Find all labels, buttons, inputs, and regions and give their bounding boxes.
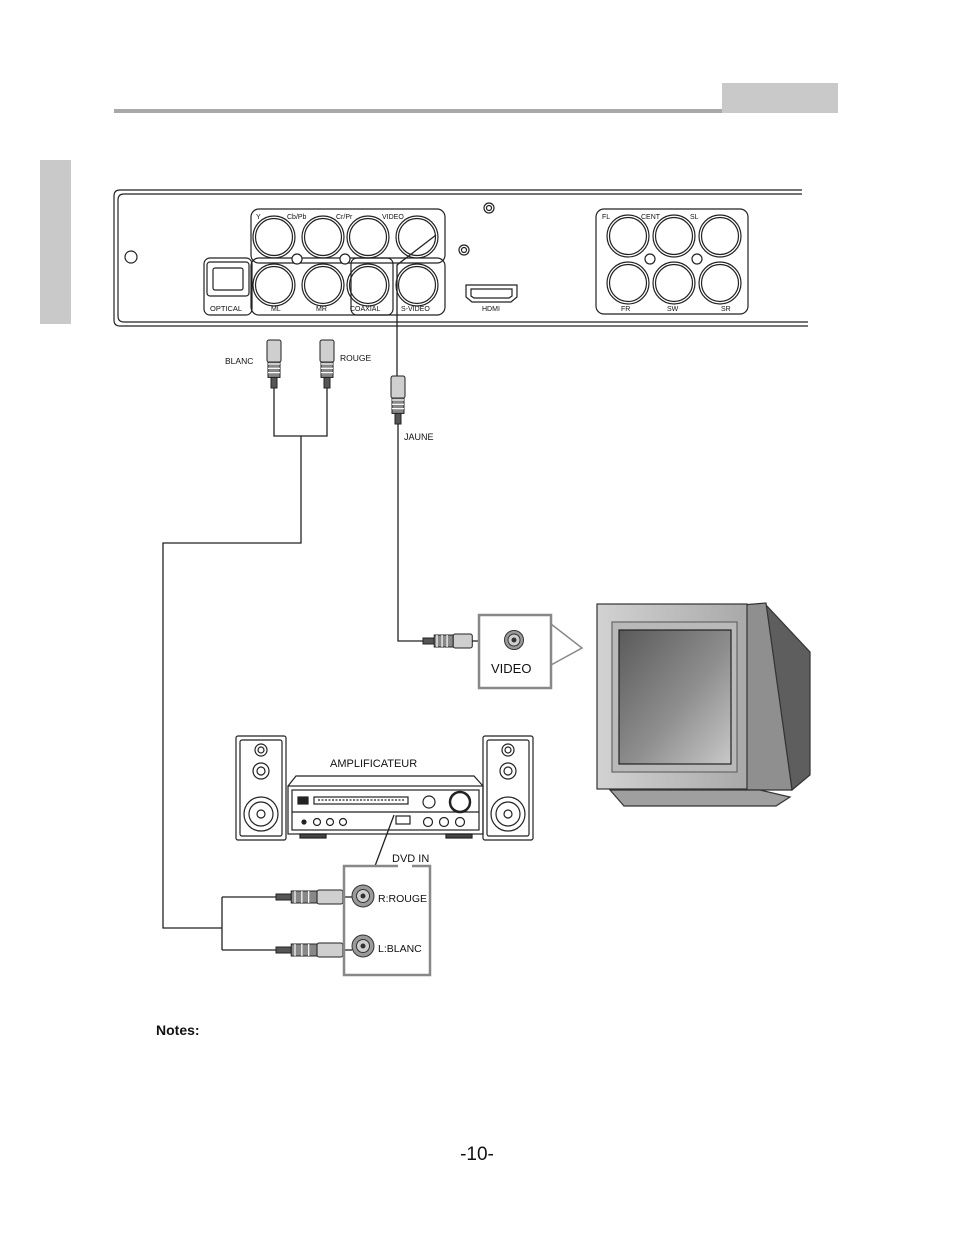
surround-jack-0 — [606, 214, 650, 258]
jack-top-0 — [252, 215, 296, 259]
cable-label-jaune: JAUNE — [404, 432, 434, 442]
player-panel-labels: Y Cb/Pb Cr/Pr VIDEO ML MR COAXIAL S-VIDE… — [210, 214, 731, 313]
panel-screw-3 — [691, 253, 703, 265]
panel-screw-1 — [339, 253, 351, 265]
amplifier — [287, 775, 484, 839]
panel-screw-0 — [291, 253, 303, 265]
amplifier-input-right: R:ROUGE — [378, 893, 427, 905]
jack-bottom-3 — [395, 263, 439, 307]
plug-amp-right — [275, 889, 352, 905]
jack-label-cr-pr: Cr/Pr — [336, 214, 353, 221]
jack-bottom-0 — [252, 263, 296, 307]
surround-jack-4 — [652, 261, 696, 305]
jack-label-y: Y — [256, 214, 261, 221]
jack-label-ml: ML — [271, 306, 281, 313]
jack-bottom-1 — [301, 263, 345, 307]
cable-label-rouge: ROUGE — [340, 353, 372, 363]
amplifier-dvd-in: R:ROUGE L:BLANC — [342, 864, 432, 977]
speaker-right — [482, 735, 534, 841]
amplifier-labels: AMPLIFICATEUR DVD IN — [330, 758, 429, 865]
cable-label-blanc: BLANC — [225, 356, 253, 366]
player-back-panel — [113, 189, 808, 327]
cable-labels: BLANC ROUGE JAUNE — [225, 353, 434, 442]
amplifier-input-title: DVD IN — [392, 853, 429, 865]
tv-video-input: VIDEO — [477, 613, 584, 690]
surround-label-sr: SR — [721, 306, 731, 313]
surround-label-sw: SW — [667, 306, 679, 313]
surround-label-fl: FL — [602, 214, 610, 221]
jack-label-coaxial: COAXIAL — [350, 306, 380, 313]
speaker-left — [235, 735, 287, 841]
player-jacks — [252, 214, 742, 307]
jack-label-s-video: S-VIDEO — [401, 306, 430, 313]
television — [596, 602, 811, 807]
surround-jack-2 — [698, 214, 742, 258]
surround-jack-1 — [652, 214, 696, 258]
jack-label-cb-pb: Cb/Pb — [287, 214, 307, 221]
surround-label-cent: CENT — [641, 214, 661, 221]
surround-jack-5 — [698, 261, 742, 305]
jack-label-video: VIDEO — [382, 214, 404, 221]
header-rule — [114, 83, 838, 113]
hdmi-label: HDMI — [482, 306, 500, 313]
tv-input-label: VIDEO — [491, 661, 531, 676]
amplifier-title: AMPLIFICATEUR — [330, 758, 417, 770]
side-tab — [40, 160, 71, 324]
cable-wires — [162, 234, 437, 951]
jack-top-2 — [346, 215, 390, 259]
notes-label: Notes: — [156, 1022, 200, 1038]
optical-label: OPTICAL — [210, 304, 242, 313]
plug-amp-left — [275, 942, 352, 958]
jack-top-1 — [301, 215, 345, 259]
panel-screw-2 — [644, 253, 656, 265]
plug-rouge — [319, 339, 335, 389]
jack-label-mr: MR — [316, 306, 327, 313]
rca-plugs — [266, 339, 479, 958]
surround-label-sl: SL — [690, 214, 699, 221]
surround-label-fr: FR — [621, 306, 630, 313]
amplifier-input-left: L:BLANC — [378, 943, 422, 955]
surround-jack-3 — [606, 261, 650, 305]
plug-jaune — [390, 375, 406, 425]
jack-top-3 — [395, 215, 439, 259]
page-number: -10- — [460, 1144, 494, 1165]
jack-bottom-2 — [346, 263, 390, 307]
plug-blanc — [266, 339, 282, 389]
plug-tv-video — [422, 633, 479, 649]
